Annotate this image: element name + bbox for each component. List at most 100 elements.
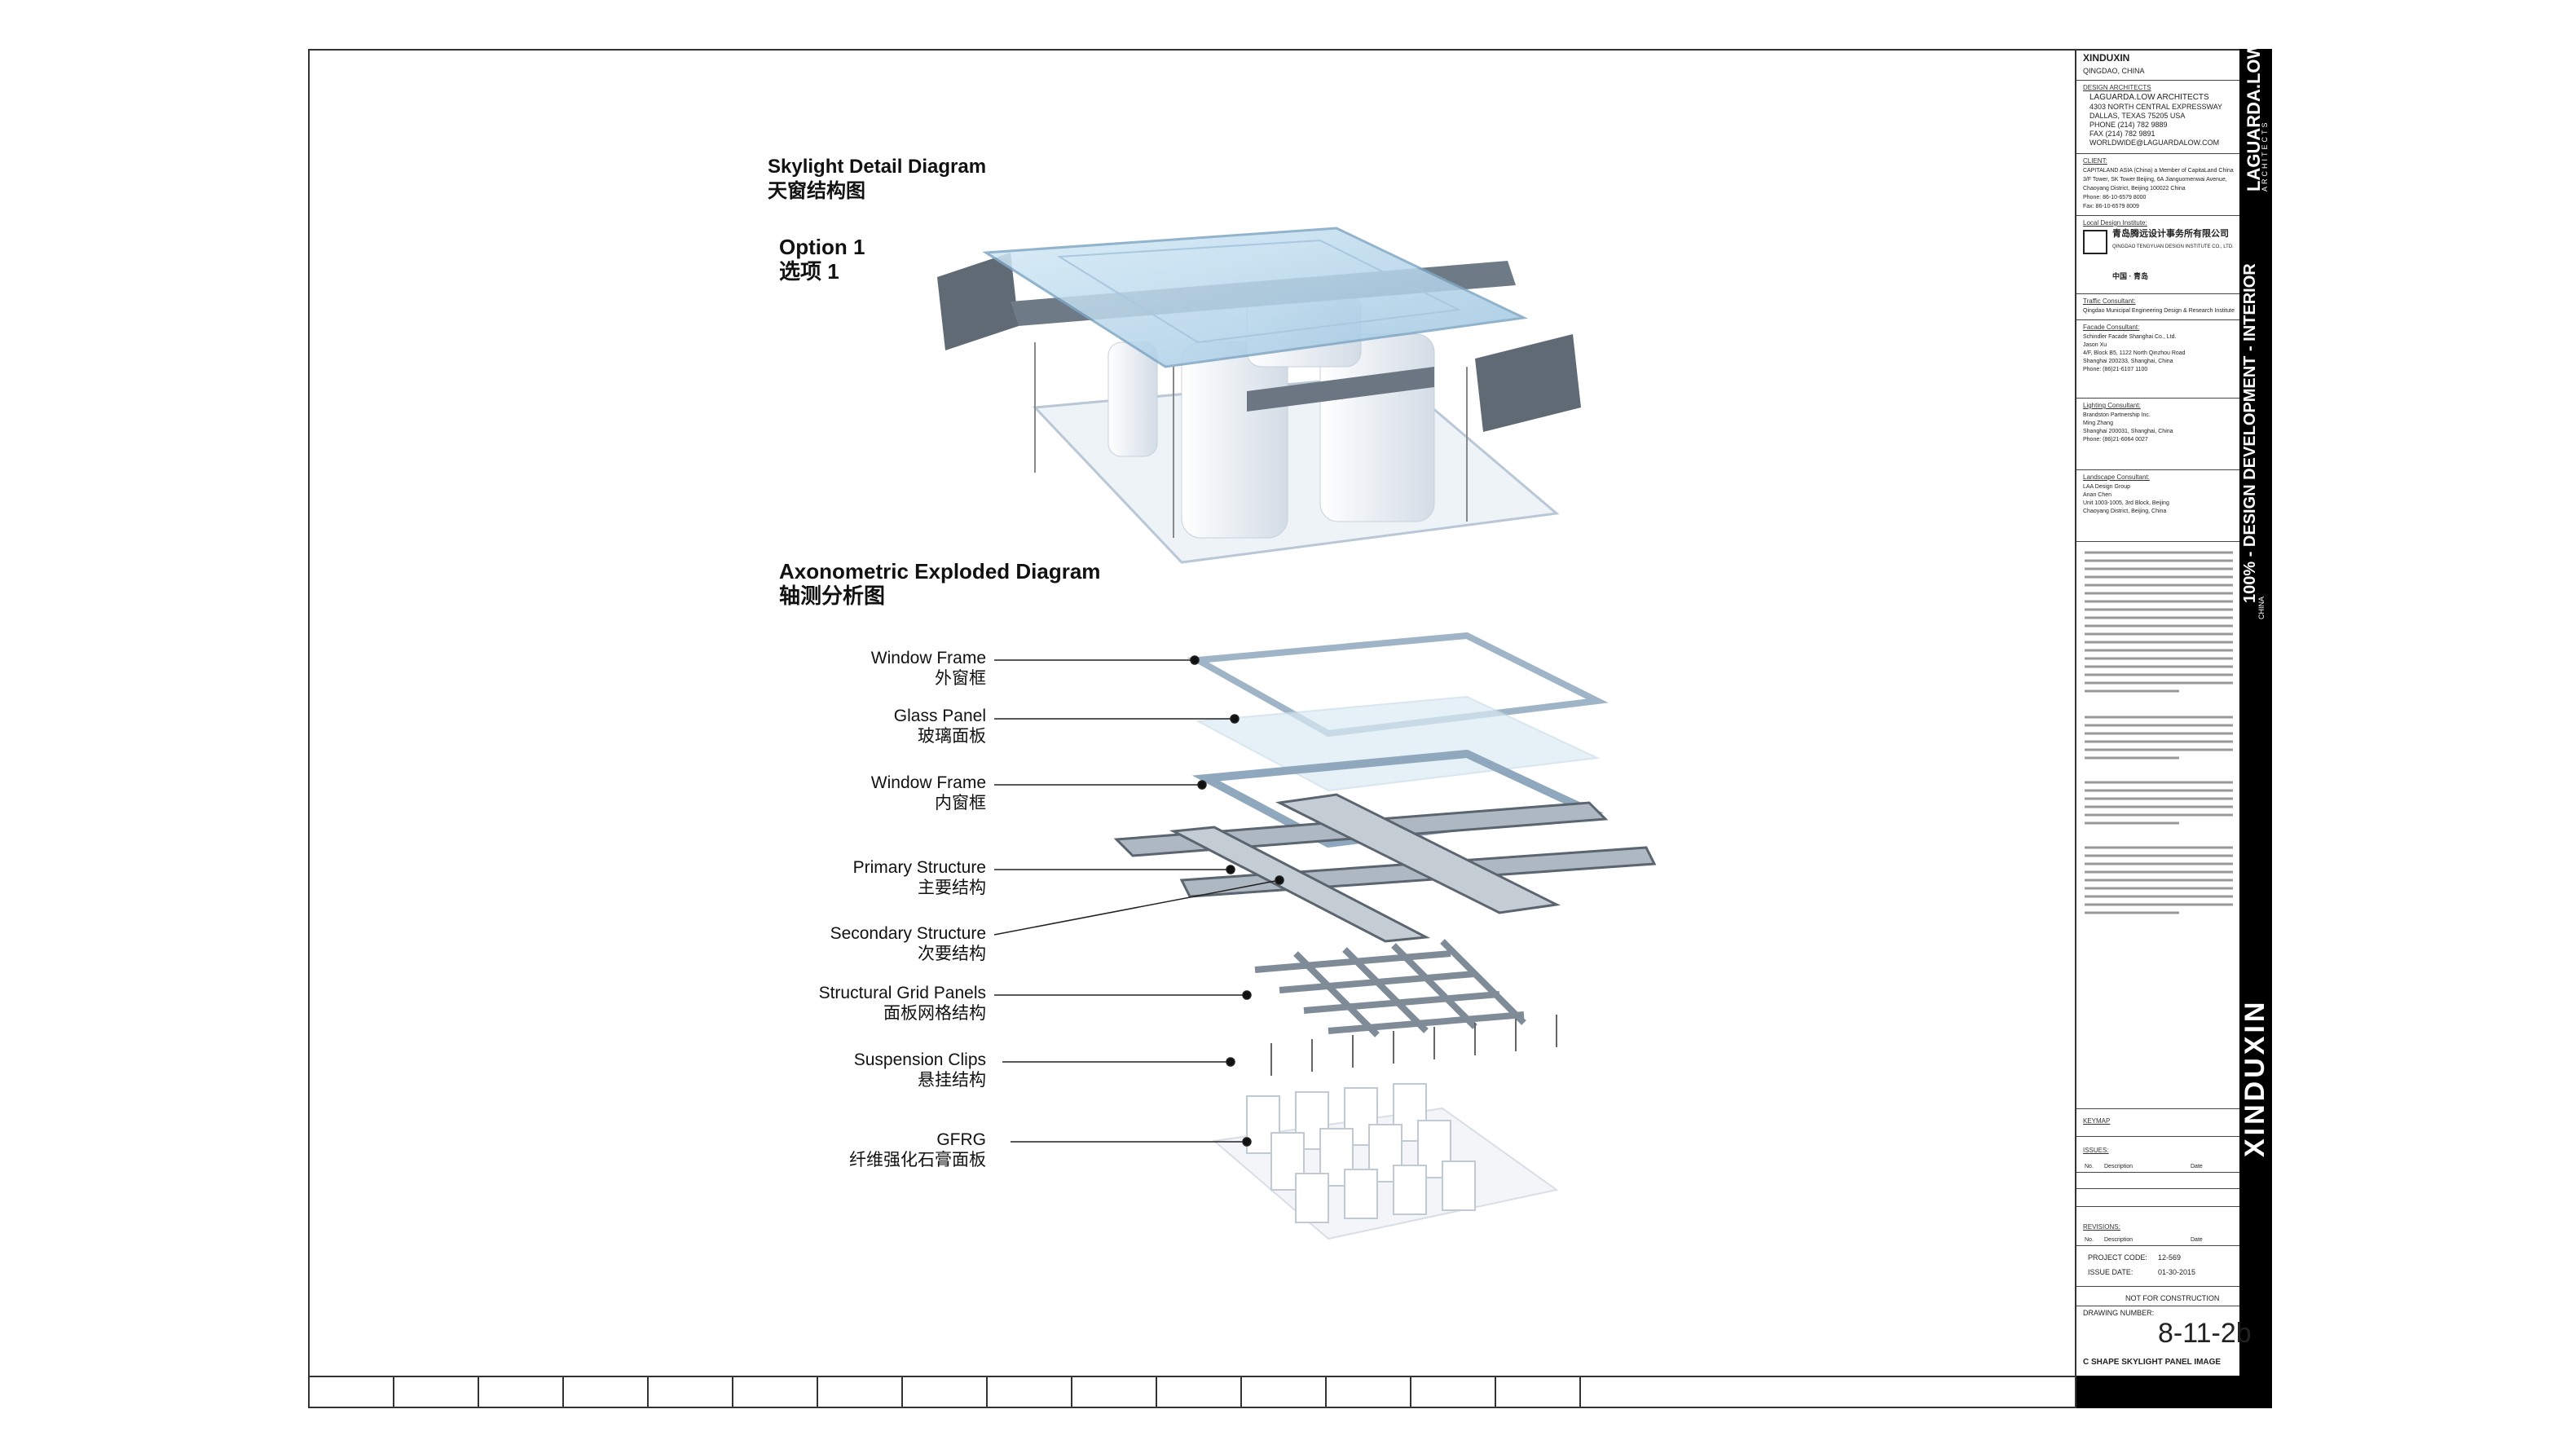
divider — [2076, 153, 2239, 154]
strip-cell — [988, 1377, 1072, 1408]
local-institute-label: Local Design Institute: — [2083, 219, 2147, 227]
label-secondary-structure: Secondary Structure 次要结构 — [830, 924, 986, 963]
option-title-en: Option 1 — [779, 235, 865, 259]
client-label: CLIENT: — [2083, 157, 2107, 165]
vertical-phase: 100% - DESIGN DEVELOPMENT - INTERIOR — [2241, 263, 2259, 603]
institute-name-en: QINGDAO TENGYUAN DESIGN INSTITUTE CO., L… — [2112, 244, 2234, 249]
lighting-line: Phone: (86)21-6064 0027 — [2083, 437, 2148, 443]
divider — [2076, 1172, 2239, 1173]
client-logo-text: XINDUXIN — [2083, 52, 2130, 64]
label-suspension-clips: Suspension Clips 悬挂结构 — [853, 1050, 986, 1090]
architect-name: LAGUARDA.LOW ARCHITECTS — [2089, 93, 2209, 102]
issues-col-no: No. — [2085, 1164, 2094, 1169]
not-for-construction: NOT FOR CONSTRUCTION — [2125, 1294, 2220, 1302]
title-block-black-band — [2239, 49, 2272, 1408]
secondary-beam — [1275, 793, 1561, 914]
exploded-diagram — [993, 632, 1657, 1240]
architect-line: DALLAS, TEXAS 75205 USA — [2089, 112, 2186, 120]
title-block-footer-bar — [2076, 1376, 2241, 1408]
sheet-title: C SHAPE SKYLIGHT PANEL IMAGE — [2083, 1358, 2222, 1367]
suspension-clips — [1270, 1015, 1557, 1076]
landscape-line: Unit 1003-1005, 3rd Block, Beijing — [2083, 500, 2169, 506]
revisions-label: REVISIONS: — [2083, 1223, 2120, 1231]
divider — [2076, 1188, 2239, 1189]
facade-label: Facade Consultant: — [2083, 324, 2140, 331]
divider — [2076, 1245, 2239, 1246]
steel-beam — [937, 253, 1019, 350]
architect-line: 4303 NORTH CENTRAL EXPRESSWAY — [2089, 103, 2223, 111]
glass-roof — [982, 227, 1529, 368]
strip-cell — [1496, 1377, 1581, 1408]
sheet-bottom-strip — [308, 1376, 2076, 1408]
drawing-number-label: DRAWING NUMBER: — [2083, 1309, 2155, 1317]
glass-inner-frame — [1056, 239, 1462, 344]
divider — [2076, 319, 2239, 320]
issues-col-desc: Description — [2104, 1164, 2133, 1169]
institute-name-zh: 青岛腾远设计事务所有限公司 — [2112, 229, 2229, 239]
skylight-render — [937, 227, 1581, 564]
gfrg-box — [1107, 341, 1158, 457]
client-line: Phone: 86-10-6579 8000 — [2083, 195, 2147, 200]
structural-grid — [1254, 939, 1526, 1037]
vertical-firm-sub: ARCHITECTS — [2261, 120, 2269, 192]
facade-line: Phone: (86)21-6107 1100 — [2083, 367, 2148, 372]
facade-line: Jason Xu — [2083, 342, 2107, 348]
client-city: QINGDAO, CHINA — [2083, 67, 2145, 75]
outer-window-frame — [1187, 632, 1609, 738]
client-line: Fax: 86-10-6579 8009 — [2083, 204, 2139, 209]
label-glass-panel: Glass Panel 玻璃面板 — [893, 707, 986, 746]
gfrg-box — [1181, 341, 1288, 539]
traffic-line: Qingdao Municipal Engineering Design & R… — [2083, 308, 2235, 314]
keymap-label: KEYMAP — [2083, 1117, 2111, 1125]
strip-cell — [818, 1377, 903, 1408]
strip-cell — [564, 1377, 649, 1408]
divider — [2076, 1136, 2239, 1137]
vertical-country: CHINA — [2257, 596, 2266, 619]
strip-cell — [394, 1377, 479, 1408]
strip-cell — [1327, 1377, 1411, 1408]
architect-line: WORLDWIDE@LAGUARDALOW.COM — [2089, 139, 2220, 147]
issue-date-label: ISSUE DATE: — [2088, 1268, 2133, 1276]
landscape-line: LAA Design Group — [2083, 484, 2130, 490]
lighting-line: Ming Zhang — [2083, 421, 2113, 426]
client-line: 3/F Tower, SK Tower Beijing, 6A Jianguom… — [2083, 177, 2227, 183]
architect-line: PHONE (214) 782 9889 — [2089, 121, 2168, 129]
revisions-col-no: No. — [2085, 1237, 2094, 1243]
revisions-col-desc: Description — [2104, 1237, 2133, 1243]
divider — [2076, 1286, 2239, 1287]
client-line: CAPITALAND ASIA (China) a Member of Capi… — [2083, 168, 2234, 174]
leader-lines — [993, 655, 1284, 1147]
label-primary-structure: Primary Structure 主要结构 — [852, 858, 986, 897]
strip-cell — [479, 1377, 564, 1408]
diagram-title-en: Skylight Detail Diagram — [768, 156, 987, 178]
project-code-label: PROJECT CODE: — [2088, 1253, 2147, 1262]
institute-city: 中国 · 青岛 — [2112, 272, 2148, 280]
divider — [2076, 1108, 2239, 1109]
issues-label: ISSUES: — [2083, 1147, 2109, 1154]
axo-title-en: Axonometric Exploded Diagram — [779, 559, 1101, 584]
issue-date: 01-30-2015 — [2158, 1268, 2196, 1276]
revisions-col-date: Date — [2191, 1237, 2203, 1243]
strip-cell — [1411, 1377, 1496, 1408]
issues-col-date: Date — [2191, 1164, 2203, 1169]
landscape-line: Anan Chen — [2083, 492, 2112, 498]
steel-beam — [1475, 334, 1581, 432]
strip-cell — [649, 1377, 733, 1408]
axo-title-zh: 轴测分析图 — [779, 584, 886, 608]
divider — [2076, 293, 2239, 294]
divider — [2076, 215, 2239, 216]
vertical-client-name: XINDUXIN — [2239, 998, 2270, 1157]
landscape-line: Chaoyang District, Beijing, China — [2083, 509, 2167, 514]
drawing-number: 8-11-2b — [2158, 1318, 2252, 1349]
diagram-title-zh: 天窗结构图 — [768, 180, 865, 202]
strip-cell — [308, 1377, 394, 1408]
strip-cell — [903, 1377, 988, 1408]
institute-logo-icon — [2083, 230, 2107, 254]
divider — [2076, 398, 2239, 399]
divider — [2076, 1206, 2239, 1207]
divider — [2076, 80, 2239, 81]
lighting-line: Shanghai 200031, Shanghai, China — [2083, 429, 2173, 434]
design-architects-label: DESIGN ARCHITECTS — [2083, 84, 2151, 91]
divider — [2076, 469, 2239, 470]
lighting-label: Lighting Consultant: — [2083, 402, 2141, 409]
